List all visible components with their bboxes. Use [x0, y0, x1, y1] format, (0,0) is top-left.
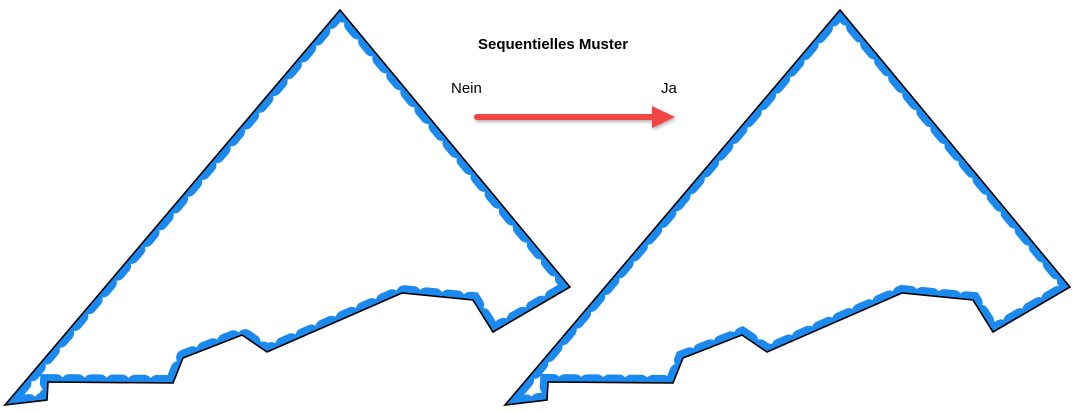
label-ja: Ja [661, 80, 677, 97]
direction-arrow [474, 106, 675, 128]
diagram-title: Sequentielles Muster [478, 36, 629, 53]
label-nein: Nein [451, 80, 482, 97]
shape-right [503, 8, 1072, 407]
shape-left [3, 8, 572, 407]
